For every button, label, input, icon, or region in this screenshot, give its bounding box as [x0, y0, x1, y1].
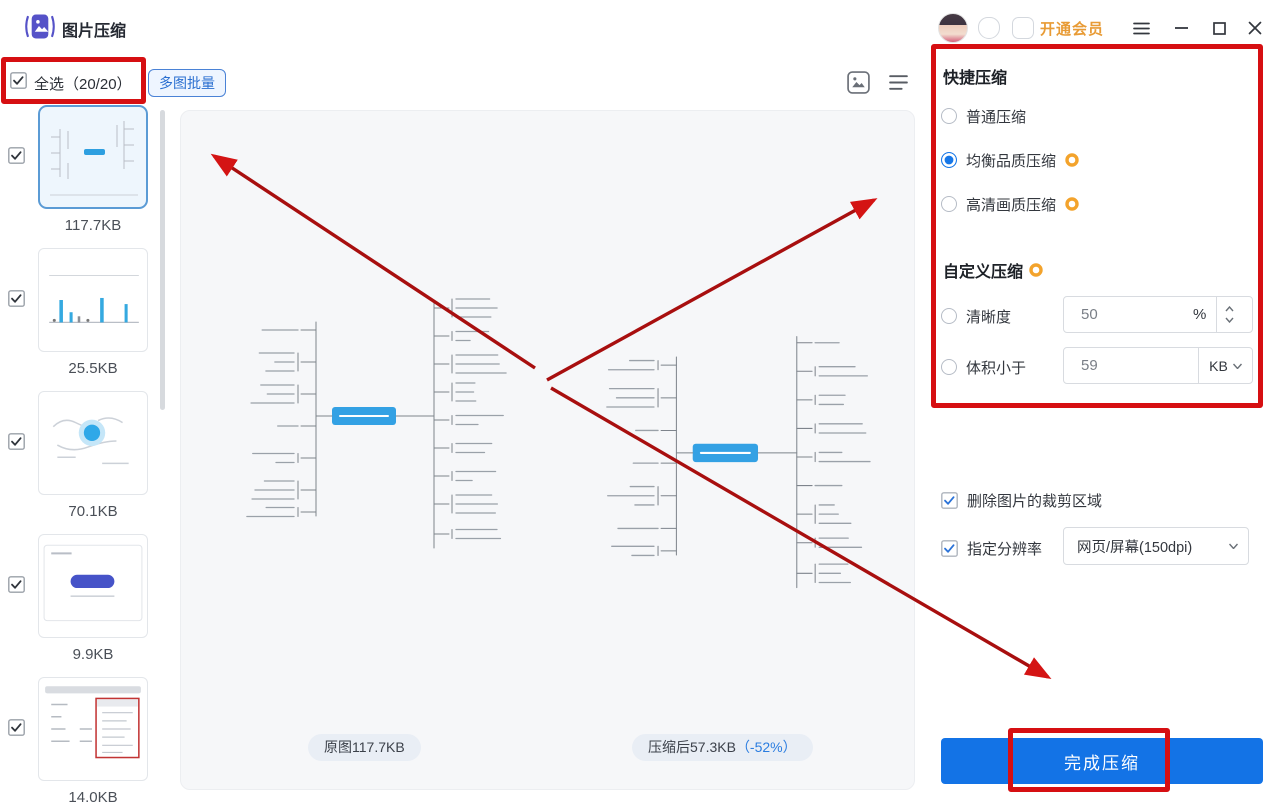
- resolution-value: 网页/屏幕(150dpi): [1077, 539, 1193, 556]
- clarity-radio-icon[interactable]: [941, 308, 957, 324]
- checked-checkbox-icon[interactable]: [941, 492, 958, 509]
- close-button[interactable]: [1242, 16, 1268, 40]
- file-size-label: 14.0KB: [68, 789, 118, 806]
- radio-label: 均衡品质压缩: [966, 152, 1057, 170]
- resolution-option[interactable]: 指定分辨率: [941, 538, 1042, 559]
- size-limit-input[interactable]: [1064, 357, 1139, 374]
- avatar[interactable]: [938, 13, 968, 43]
- app-logo-icon: [24, 13, 56, 45]
- remove-crop-option[interactable]: 删除图片的裁剪区域: [941, 490, 1102, 511]
- thumbnail-checkbox[interactable]: [8, 290, 25, 307]
- list-item: 117.7KB: [0, 105, 168, 234]
- thumbnail[interactable]: [38, 534, 148, 638]
- compressed-size-badge: 压缩后57.3KB（-52%）: [632, 734, 813, 761]
- titlebar: 图片压缩 开通会员: [0, 0, 1280, 55]
- size-limit-option[interactable]: 体积小于: [941, 357, 1026, 377]
- thumbnail-checkbox[interactable]: [8, 433, 25, 450]
- original-size-badge: 原图117.7KB: [308, 734, 421, 761]
- size-unit-value: KB: [1209, 357, 1228, 374]
- open-vip-link[interactable]: 开通会员: [1040, 21, 1105, 38]
- checked-checkbox-icon[interactable]: [941, 540, 958, 557]
- size-limit-label: 体积小于: [966, 359, 1027, 377]
- list-item: 14.0KB: [0, 677, 168, 806]
- compressed-size-text: 压缩后57.3KB: [648, 739, 736, 755]
- resolution-label: 指定分辨率: [967, 541, 1043, 558]
- thumbnail[interactable]: [38, 677, 148, 781]
- select-all-label: 全选（20/20）: [34, 75, 132, 93]
- file-size-label: 117.7KB: [64, 217, 122, 234]
- thumbnail-checkbox[interactable]: [8, 719, 25, 736]
- thumbnail-image: [39, 392, 147, 494]
- list-item: 25.5KB: [0, 248, 168, 377]
- select-all-checkbox[interactable]: [10, 72, 27, 94]
- chevron-up-icon[interactable]: [1225, 306, 1234, 312]
- remove-crop-label: 删除图片的裁剪区域: [967, 493, 1103, 510]
- size-limit-input-group: KB: [1063, 347, 1253, 384]
- maximize-button[interactable]: [1206, 16, 1232, 40]
- chevron-down-icon[interactable]: [1225, 317, 1234, 323]
- list-item: 70.1KB: [0, 391, 168, 520]
- vip-icon: [1065, 197, 1079, 211]
- vip-icon: [1065, 153, 1079, 167]
- thumbnail-image: [39, 535, 147, 637]
- thumbnail-image: [40, 107, 146, 207]
- radio-label: 普通压缩: [966, 108, 1027, 126]
- radio-icon[interactable]: [941, 196, 957, 212]
- thumbnail-image: [39, 678, 147, 780]
- preview-image-original: [198, 250, 543, 590]
- clarity-option[interactable]: 清晰度: [941, 306, 1011, 326]
- radio-label: 高清画质压缩: [966, 196, 1057, 214]
- clarity-unit: %: [1193, 306, 1207, 323]
- caret-down-icon: [1232, 363, 1242, 369]
- outline-badge-icon-1[interactable]: [978, 17, 1000, 39]
- menu-icon[interactable]: [1128, 16, 1154, 40]
- clarity-input-group: %: [1063, 296, 1253, 333]
- file-size-label: 9.9KB: [72, 646, 114, 663]
- thumbnail[interactable]: [38, 105, 148, 209]
- resolution-dropdown[interactable]: 网页/屏幕(150dpi): [1063, 527, 1249, 565]
- thumbnail[interactable]: [38, 391, 148, 495]
- radio-icon[interactable]: [941, 152, 957, 168]
- settings-panel: 快捷压缩 普通压缩 均衡品质压缩 高清画质压缩 自定义压缩 清晰度 %: [935, 0, 1280, 812]
- clarity-input[interactable]: [1064, 306, 1151, 323]
- thumbnail[interactable]: [38, 248, 148, 352]
- batch-mode-button[interactable]: 多图批量: [148, 69, 226, 97]
- vip-icon: [1029, 263, 1043, 277]
- caret-down-icon: [1229, 543, 1238, 549]
- quick-compress-title: 快捷压缩: [943, 70, 1008, 87]
- image-view-icon[interactable]: [846, 70, 871, 100]
- file-size-label: 70.1KB: [68, 503, 118, 520]
- radio-option[interactable]: 均衡品质压缩: [941, 150, 1261, 170]
- preview-image-compressed: [556, 262, 908, 652]
- select-all-row[interactable]: 全选（20/20）: [10, 72, 132, 94]
- size-limit-radio-icon[interactable]: [941, 359, 957, 375]
- thumbnail-checkbox[interactable]: [8, 147, 25, 164]
- list-item: 9.9KB: [0, 534, 168, 663]
- finish-compress-button[interactable]: 完成压缩: [941, 738, 1263, 784]
- thumbnail-checkbox[interactable]: [8, 576, 25, 593]
- app-title: 图片压缩: [62, 23, 127, 40]
- sidebar-scrollbar[interactable]: [160, 110, 165, 410]
- size-unit-dropdown[interactable]: KB: [1198, 348, 1252, 383]
- file-size-label: 25.5KB: [68, 360, 118, 377]
- radio-option[interactable]: 普通压缩: [941, 106, 1261, 126]
- compression-ratio-text: （-52%）: [735, 739, 797, 755]
- custom-compress-title: 自定义压缩: [943, 258, 1043, 282]
- radio-option[interactable]: 高清画质压缩: [941, 194, 1261, 214]
- outline-badge-icon-2[interactable]: [1012, 17, 1034, 39]
- minimize-button[interactable]: [1168, 16, 1194, 40]
- thumbnail-image: [39, 249, 147, 351]
- radio-icon[interactable]: [941, 108, 957, 124]
- thumbnail-list: 117.7KB 25.5KB 70.1KB 9.9KB 14.0KB: [0, 105, 168, 812]
- list-view-icon[interactable]: [888, 73, 909, 97]
- clarity-stepper[interactable]: [1216, 297, 1241, 332]
- quick-compress-options: 普通压缩 均衡品质压缩 高清画质压缩: [941, 106, 1261, 238]
- clarity-label: 清晰度: [966, 308, 1012, 326]
